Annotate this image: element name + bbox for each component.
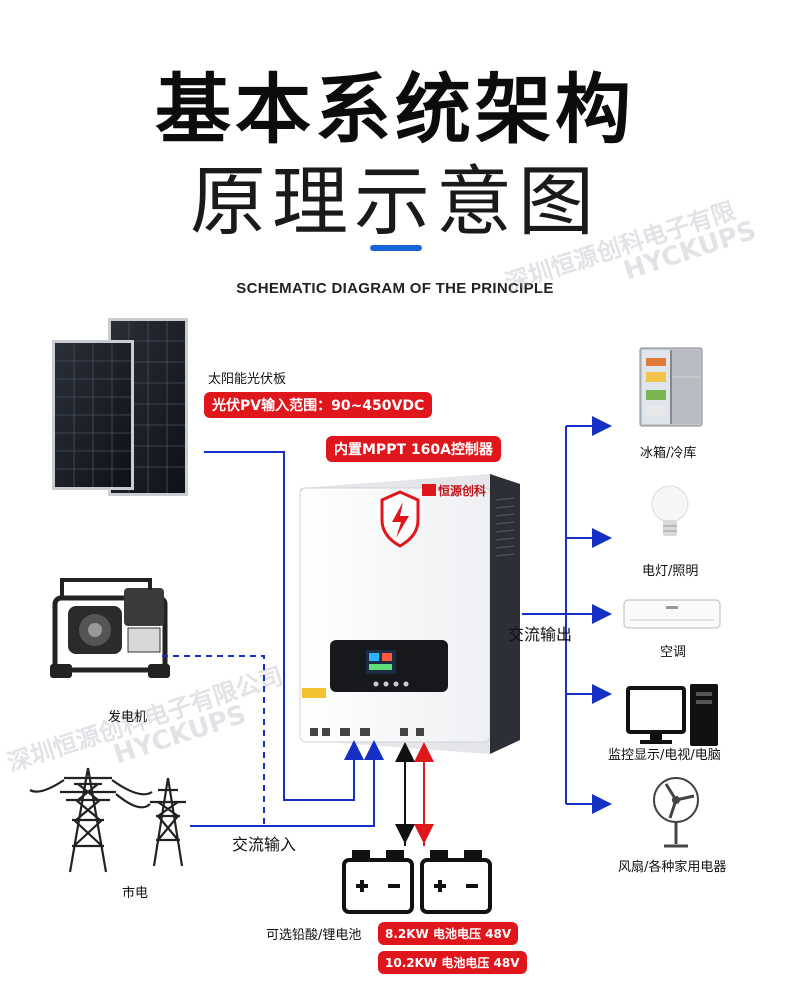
load-label-fridge: 冰箱/冷库 <box>640 446 697 461</box>
ac-input-wire <box>190 740 384 827</box>
fridge-icon <box>639 347 703 427</box>
solar-panel-label: 太阳能光伏板 <box>208 372 287 387</box>
inverter-brand: 恒源创科 <box>438 484 487 498</box>
sub-title: 原理示意图 <box>190 157 600 246</box>
air-conditioner-icon <box>623 599 721 629</box>
load-label-appliances: 风扇/各种家用电器 <box>618 860 727 875</box>
ac-output-label: 交流输出 <box>508 625 573 644</box>
ac-output-wire <box>522 416 612 814</box>
load-label-ac: 空调 <box>660 645 687 660</box>
pv-range-badge: 光伏PV输入范围：90~450VDC <box>204 392 433 418</box>
generator-label: 发电机 <box>108 710 148 725</box>
generator-icon <box>50 578 170 678</box>
battery-spec-2: 10.2KW 电池电压 48V <box>378 951 527 974</box>
grid-label: 市电 <box>122 886 149 901</box>
load-label-lighting: 电灯/照明 <box>642 564 699 579</box>
computer-icon <box>626 684 718 746</box>
generator-wire <box>162 655 265 826</box>
battery-wire <box>395 742 434 846</box>
inverter-icon <box>299 474 520 754</box>
pv-input-wire <box>204 451 364 801</box>
battery-icon <box>342 850 492 914</box>
battery-label: 可选铅酸/锂电池 <box>266 928 362 943</box>
load-label-computer: 监控显示/电视/电脑 <box>608 748 721 763</box>
power-tower-icon <box>29 767 186 873</box>
title-accent-bar <box>370 245 422 251</box>
solar-panel-icon <box>52 318 188 496</box>
mppt-badge: 内置MPPT 160A控制器 <box>326 436 501 462</box>
bulb-icon <box>651 485 689 536</box>
main-title: 基本系统架构 <box>155 65 635 154</box>
english-subtitle: SCHEMATIC DIAGRAM OF THE PRINCIPLE <box>236 280 554 297</box>
battery-spec-1: 8.2KW 电池电压 48V <box>378 922 519 945</box>
fan-icon <box>653 777 699 848</box>
ac-input-label: 交流输入 <box>232 835 297 854</box>
